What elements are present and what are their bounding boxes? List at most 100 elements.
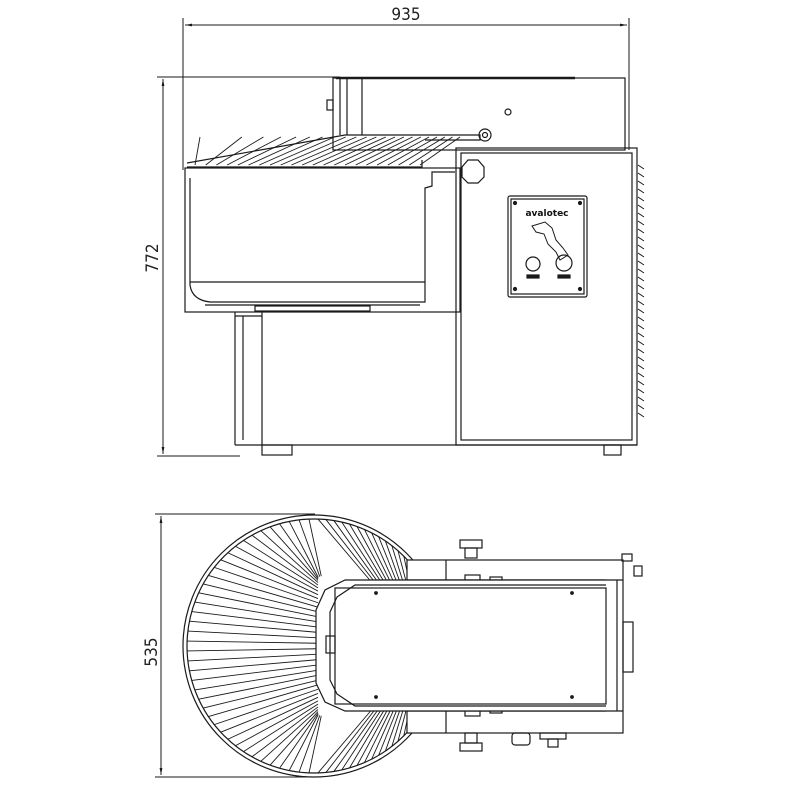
basket-spoke	[191, 611, 319, 628]
grille-bar	[237, 136, 297, 166]
basket-spoke	[187, 653, 319, 662]
bowl-guard-grille	[186, 134, 481, 168]
vent-slot	[637, 324, 645, 330]
grille-bar	[323, 136, 387, 166]
basket-spoke	[349, 706, 387, 769]
basket-spoke	[384, 706, 402, 752]
basket-spoke	[384, 540, 402, 586]
basket-spoke	[325, 519, 378, 586]
brand-logo-text: avalotec	[525, 209, 568, 219]
basket-spoke	[371, 532, 396, 586]
vent-slot	[637, 236, 645, 242]
switch-fittings	[511, 732, 567, 748]
basket-spoke	[364, 706, 393, 763]
front-view: 935 772	[143, 5, 645, 457]
basket-spoke	[187, 648, 319, 652]
start-button-icon	[525, 256, 541, 272]
italy-map-icon	[531, 221, 569, 261]
vent-slot	[637, 340, 645, 346]
basket-spoke	[288, 521, 319, 578]
basket-spoke	[260, 530, 319, 583]
width-dimension: 935	[182, 5, 630, 170]
basket-spoke	[227, 696, 319, 740]
basket-spoke	[279, 523, 319, 580]
basket-spoke	[333, 706, 381, 772]
side-vents	[637, 164, 645, 418]
basket-spoke	[341, 706, 384, 771]
vent-slot	[637, 412, 645, 418]
basket-spoke	[378, 706, 399, 756]
vent-slot	[637, 300, 645, 306]
basket-spoke	[308, 519, 322, 577]
basket-spoke	[251, 706, 319, 758]
basket-spoke	[189, 659, 319, 672]
basket-spoke	[198, 592, 319, 618]
basket-spoke	[269, 711, 319, 766]
basket-spoke	[191, 664, 319, 681]
basket-spoke	[308, 715, 322, 773]
basket-spoke	[317, 706, 375, 774]
vent-slot	[637, 180, 645, 186]
vent-slot	[637, 364, 645, 370]
bowl-clamp-knob-bottom	[459, 732, 483, 752]
basket-spoke	[251, 534, 319, 586]
basket-spoke	[243, 540, 319, 589]
depth-dimension-label: 535	[142, 637, 162, 666]
grille-bar	[226, 136, 282, 166]
basket-spoke	[235, 545, 319, 592]
basket-spoke	[203, 679, 319, 709]
top-housing	[326, 76, 626, 151]
vent-slot	[637, 212, 645, 218]
vent-slot	[637, 164, 645, 170]
basket-spoke	[364, 529, 393, 586]
basket-spoke	[298, 519, 321, 577]
basket-spoke	[356, 706, 390, 766]
basket-spoke	[397, 550, 408, 586]
grille-bar	[216, 136, 264, 166]
basket-spoke	[341, 521, 384, 586]
basket-spoke	[235, 700, 319, 747]
grille-bar	[419, 136, 461, 166]
basket-spoke	[269, 526, 319, 581]
top-view: 535	[142, 513, 643, 778]
basket-spoke	[333, 520, 381, 586]
grille-bar	[205, 136, 243, 166]
grille-bar	[366, 136, 422, 166]
vent-slot	[637, 404, 645, 410]
basket-spoke	[187, 640, 319, 644]
vent-slot	[637, 252, 645, 258]
vent-slot	[637, 284, 645, 290]
bowl-top-view	[182, 514, 446, 778]
basket-spoke	[194, 601, 319, 623]
grille-bar	[355, 136, 413, 166]
basket-spoke	[325, 706, 378, 773]
machine-base	[234, 312, 637, 456]
basket-spoke	[227, 552, 319, 596]
grille-bar	[194, 136, 201, 166]
basket-spoke	[214, 566, 319, 604]
vent-slot	[637, 268, 645, 274]
basket-spoke	[356, 526, 390, 586]
depth-dimension: 535	[142, 513, 315, 778]
grille-bar	[280, 136, 346, 166]
grille-bar	[376, 136, 430, 166]
grille-bar	[334, 136, 396, 166]
vent-slot	[637, 204, 645, 210]
basket-spoke	[187, 630, 319, 639]
grille-bar	[344, 136, 405, 166]
vent-slot	[637, 172, 645, 178]
vent-slot	[637, 196, 645, 202]
basket-spoke	[220, 692, 319, 733]
basket-spoke	[288, 714, 319, 771]
basket-spoke	[349, 523, 387, 586]
grille-bar	[291, 136, 357, 166]
vent-slot	[637, 356, 645, 362]
vent-slot	[637, 332, 645, 338]
basket-spoke	[198, 674, 319, 700]
basket-spoke	[220, 559, 319, 600]
height-dimension: 772	[143, 76, 340, 457]
bowl-inner-opening	[315, 579, 607, 712]
bowl-clamp-knob-top	[459, 539, 483, 559]
basket-spoke	[378, 536, 399, 586]
height-dimension-label: 772	[143, 243, 163, 272]
